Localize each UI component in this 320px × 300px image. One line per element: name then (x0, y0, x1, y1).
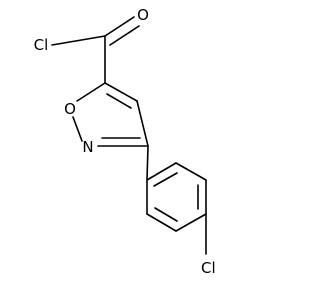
bond-carbonyl-o-2 (109, 25, 140, 46)
atom-label-aryl-chloride: Cl (201, 259, 216, 277)
atom-label-ring-oxygen: O (64, 100, 76, 118)
bond-ph5-ph6-outer (146, 213, 177, 232)
bond-c4-c5-outer (104, 82, 138, 102)
bond-o1-n2 (72, 116, 83, 142)
bond-c3-c4 (136, 100, 149, 147)
bond-ph2-ph3 (175, 162, 207, 181)
structure-diagram: Cl O O N Cl (34, 6, 216, 277)
bond-c4-c5-inner (106, 93, 132, 109)
atom-label-ring-nitrogen: N (82, 138, 93, 156)
bond-ph4-ph5 (175, 213, 207, 232)
atom-label-carbonyl-oxygen: O (137, 6, 149, 24)
bond-c3-phenyl (146, 145, 149, 181)
bond-ph1-ph2-inner (153, 172, 178, 187)
bond-carbonyl-o-1 (104, 16, 135, 37)
bond-ph5-ph6-inner (154, 207, 178, 222)
bond-c5-o1 (76, 82, 106, 102)
atom-label-acyl-chloride: Cl (34, 36, 49, 54)
bond-ph1-ph2-outer (146, 162, 177, 181)
bond-cl-carbonyl (51, 35, 106, 46)
